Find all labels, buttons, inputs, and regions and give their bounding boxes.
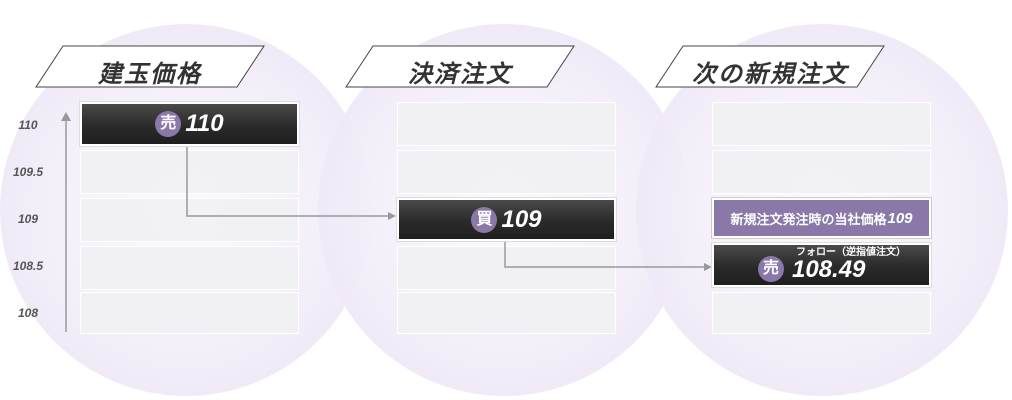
arrow-right-icon xyxy=(388,212,396,220)
price-band xyxy=(397,292,616,334)
info-price: 109 xyxy=(887,209,913,227)
y-label: 108 xyxy=(17,306,39,320)
next-order-price-box: 売 フォロー（逆指値注文） 108.49 xyxy=(712,243,931,287)
header-next-order: 次の新規注文 xyxy=(655,45,885,88)
header-label: 建玉価格 xyxy=(98,61,202,88)
buy-badge: 買 xyxy=(471,206,498,233)
connector-settlement-to-next xyxy=(504,240,706,268)
y-axis-arrow-icon xyxy=(61,112,71,121)
header-label: 決済注文 xyxy=(408,61,512,88)
settlement-price: 109 xyxy=(501,205,542,233)
price-band xyxy=(80,246,299,290)
sell-badge: 売 xyxy=(758,256,784,282)
header-position-price: 建玉価格 xyxy=(35,45,265,88)
price-band xyxy=(80,292,299,334)
next-order-price: 108.49 xyxy=(792,256,866,283)
y-label: 109 xyxy=(17,212,39,226)
info-label: 新規注文発注時の当社価格 xyxy=(730,211,887,227)
price-band xyxy=(80,150,299,194)
y-label: 109.5 xyxy=(12,165,44,179)
position-price: 110 xyxy=(185,110,224,137)
price-band xyxy=(397,246,616,290)
y-label: 110 xyxy=(18,118,38,132)
price-band xyxy=(397,102,616,146)
header-settlement-order: 決済注文 xyxy=(345,45,575,88)
connector-position-to-settlement xyxy=(186,146,390,217)
price-band xyxy=(80,198,299,242)
header-label: 次の新規注文 xyxy=(692,61,848,88)
sell-badge: 売 xyxy=(155,111,182,137)
y-label: 108.5 xyxy=(12,259,44,273)
price-band xyxy=(397,150,616,194)
arrow-right-icon xyxy=(704,263,712,271)
price-band xyxy=(712,102,931,146)
price-band xyxy=(712,150,931,194)
follow-label: フォロー（逆指値注文） xyxy=(796,247,906,258)
price-band xyxy=(712,292,931,334)
